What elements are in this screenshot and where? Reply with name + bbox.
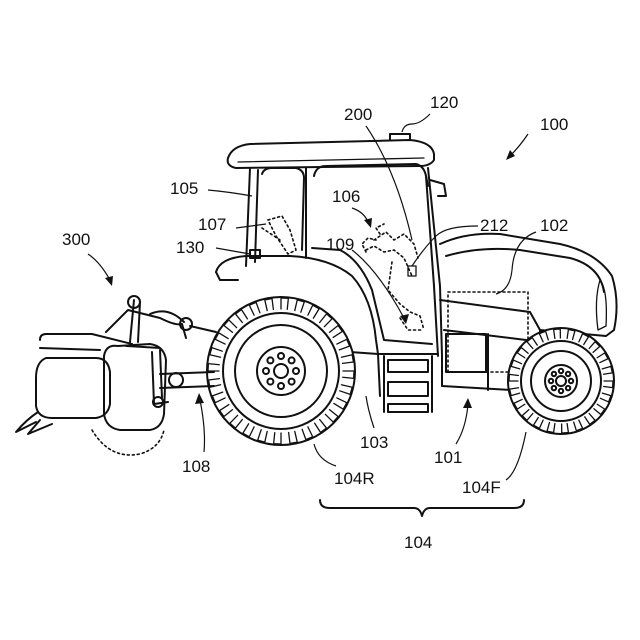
- label-105: 105: [170, 179, 198, 198]
- label-200: 200: [344, 105, 372, 124]
- rear-wheel-104R: [207, 297, 355, 445]
- label-104: 104: [404, 533, 432, 552]
- bracket-104: [320, 500, 524, 516]
- label-107: 107: [198, 215, 226, 234]
- label-104F: 104F: [462, 478, 501, 497]
- steps-103: [350, 352, 438, 412]
- implement-300: [16, 296, 216, 455]
- label-130: 130: [176, 238, 204, 257]
- label-108: 108: [182, 457, 210, 476]
- label-300: 300: [62, 230, 90, 249]
- label-102: 102: [540, 216, 568, 235]
- label-106: 106: [332, 187, 360, 206]
- label-104R: 104R: [334, 469, 375, 488]
- seat-107: [262, 216, 296, 254]
- cabin-roof: [228, 134, 434, 168]
- label-101: 101: [434, 448, 462, 467]
- label-212: 212: [480, 216, 508, 235]
- label-109: 109: [326, 235, 354, 254]
- label-103: 103: [360, 433, 388, 452]
- label-100: 100: [540, 115, 568, 134]
- label-120: 120: [430, 93, 458, 112]
- front-wheel-104F: [508, 328, 614, 434]
